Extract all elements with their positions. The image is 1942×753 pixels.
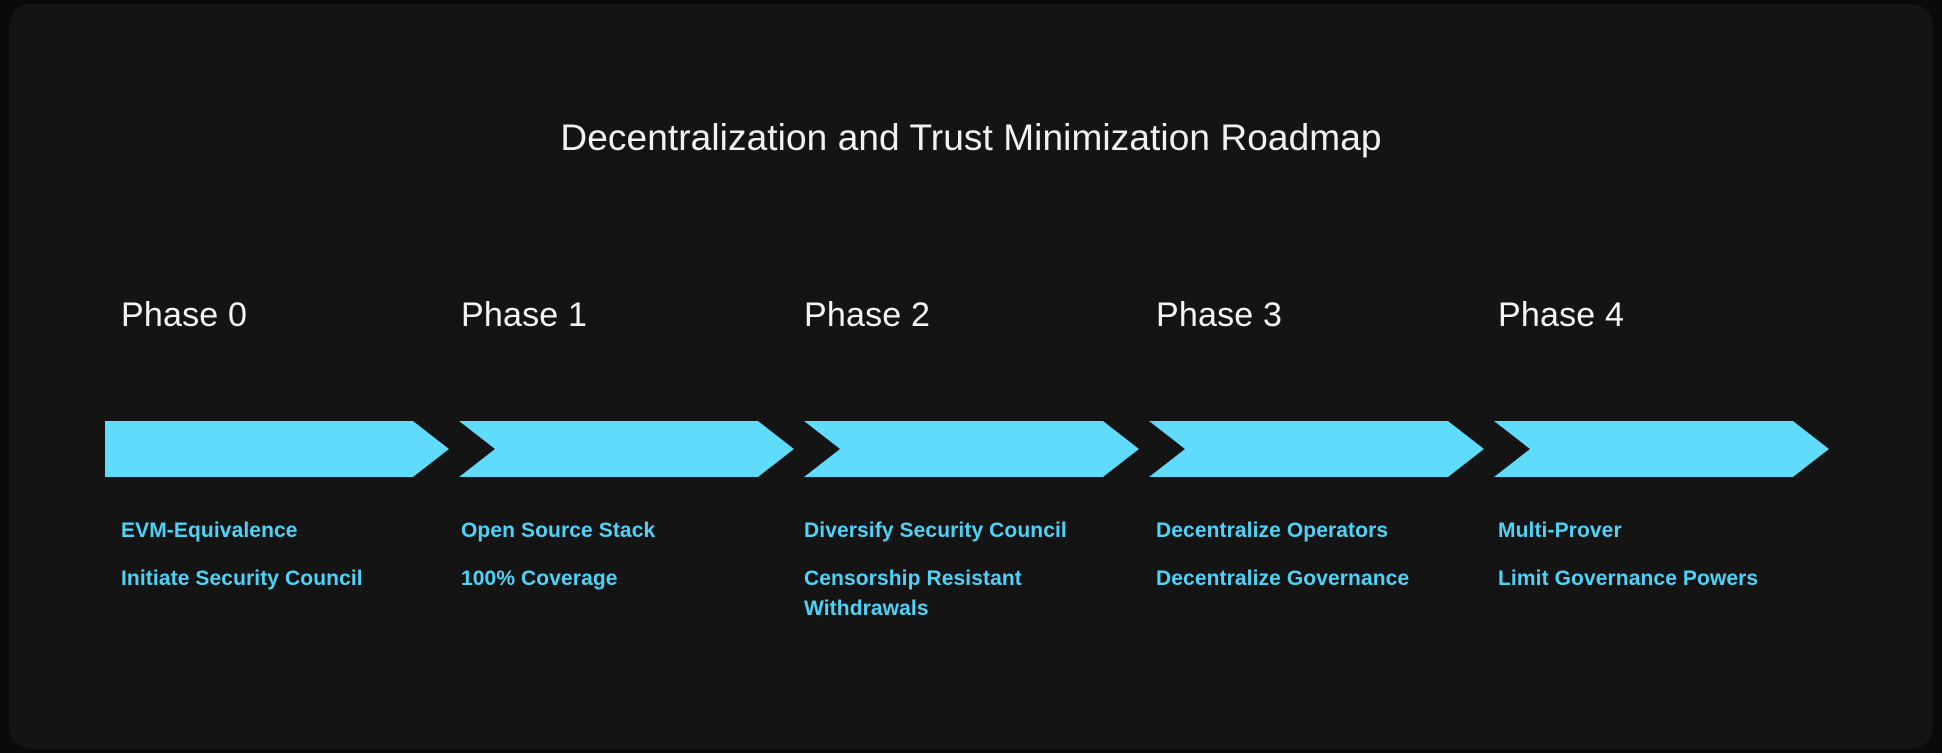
- phase-item: 100% Coverage: [461, 567, 618, 590]
- phase-item: Open Source Stack: [461, 519, 656, 542]
- phase-label-1: Phase 1: [461, 296, 588, 334]
- segment-phase-3: [1149, 421, 1484, 477]
- phase-label-4: Phase 4: [1498, 296, 1625, 334]
- phase-item: Multi-Prover: [1498, 519, 1622, 542]
- phase-label-2: Phase 2: [804, 296, 931, 334]
- phase-item: Diversify Security Council: [804, 519, 1067, 542]
- phase-item: Censorship Resistant Withdrawals: [804, 567, 1022, 620]
- phase-items-1: Open Source Stack 100% Coverage: [461, 516, 761, 594]
- segment-phase-1: [459, 421, 794, 477]
- segment-phase-2: [804, 421, 1139, 477]
- phase-item: Limit Governance Powers: [1498, 567, 1759, 590]
- phase-label-row: Phase 0 Phase 1 Phase 2 Phase 3 Phase 4: [9, 292, 1933, 342]
- phase-arrow-svg: [105, 421, 1829, 477]
- phase-items-3: Decentralize Operators Decentralize Gove…: [1156, 516, 1476, 594]
- segment-phase-0: [105, 421, 449, 477]
- phase-items-row: EVM-Equivalence Initiate Security Counci…: [9, 516, 1933, 686]
- segment-phase-4: [1494, 421, 1829, 477]
- phase-label-0: Phase 0: [121, 296, 248, 334]
- phase-item: EVM-Equivalence: [121, 519, 298, 542]
- phase-items-0: EVM-Equivalence Initiate Security Counci…: [121, 516, 421, 594]
- phase-items-2: Diversify Security Council Censorship Re…: [804, 516, 1076, 624]
- phase-arrow-band: [9, 418, 1933, 480]
- page-title: Decentralization and Trust Minimization …: [560, 117, 1382, 158]
- phase-label-3: Phase 3: [1156, 296, 1283, 334]
- phase-item: Decentralize Operators: [1156, 519, 1389, 542]
- figure-panel: Decentralization and Trust Minimization …: [9, 4, 1933, 749]
- phase-item: Decentralize Governance: [1156, 567, 1410, 590]
- phase-item: Initiate Security Council: [121, 567, 363, 590]
- phase-items-4: Multi-Prover Limit Governance Powers: [1498, 516, 1838, 594]
